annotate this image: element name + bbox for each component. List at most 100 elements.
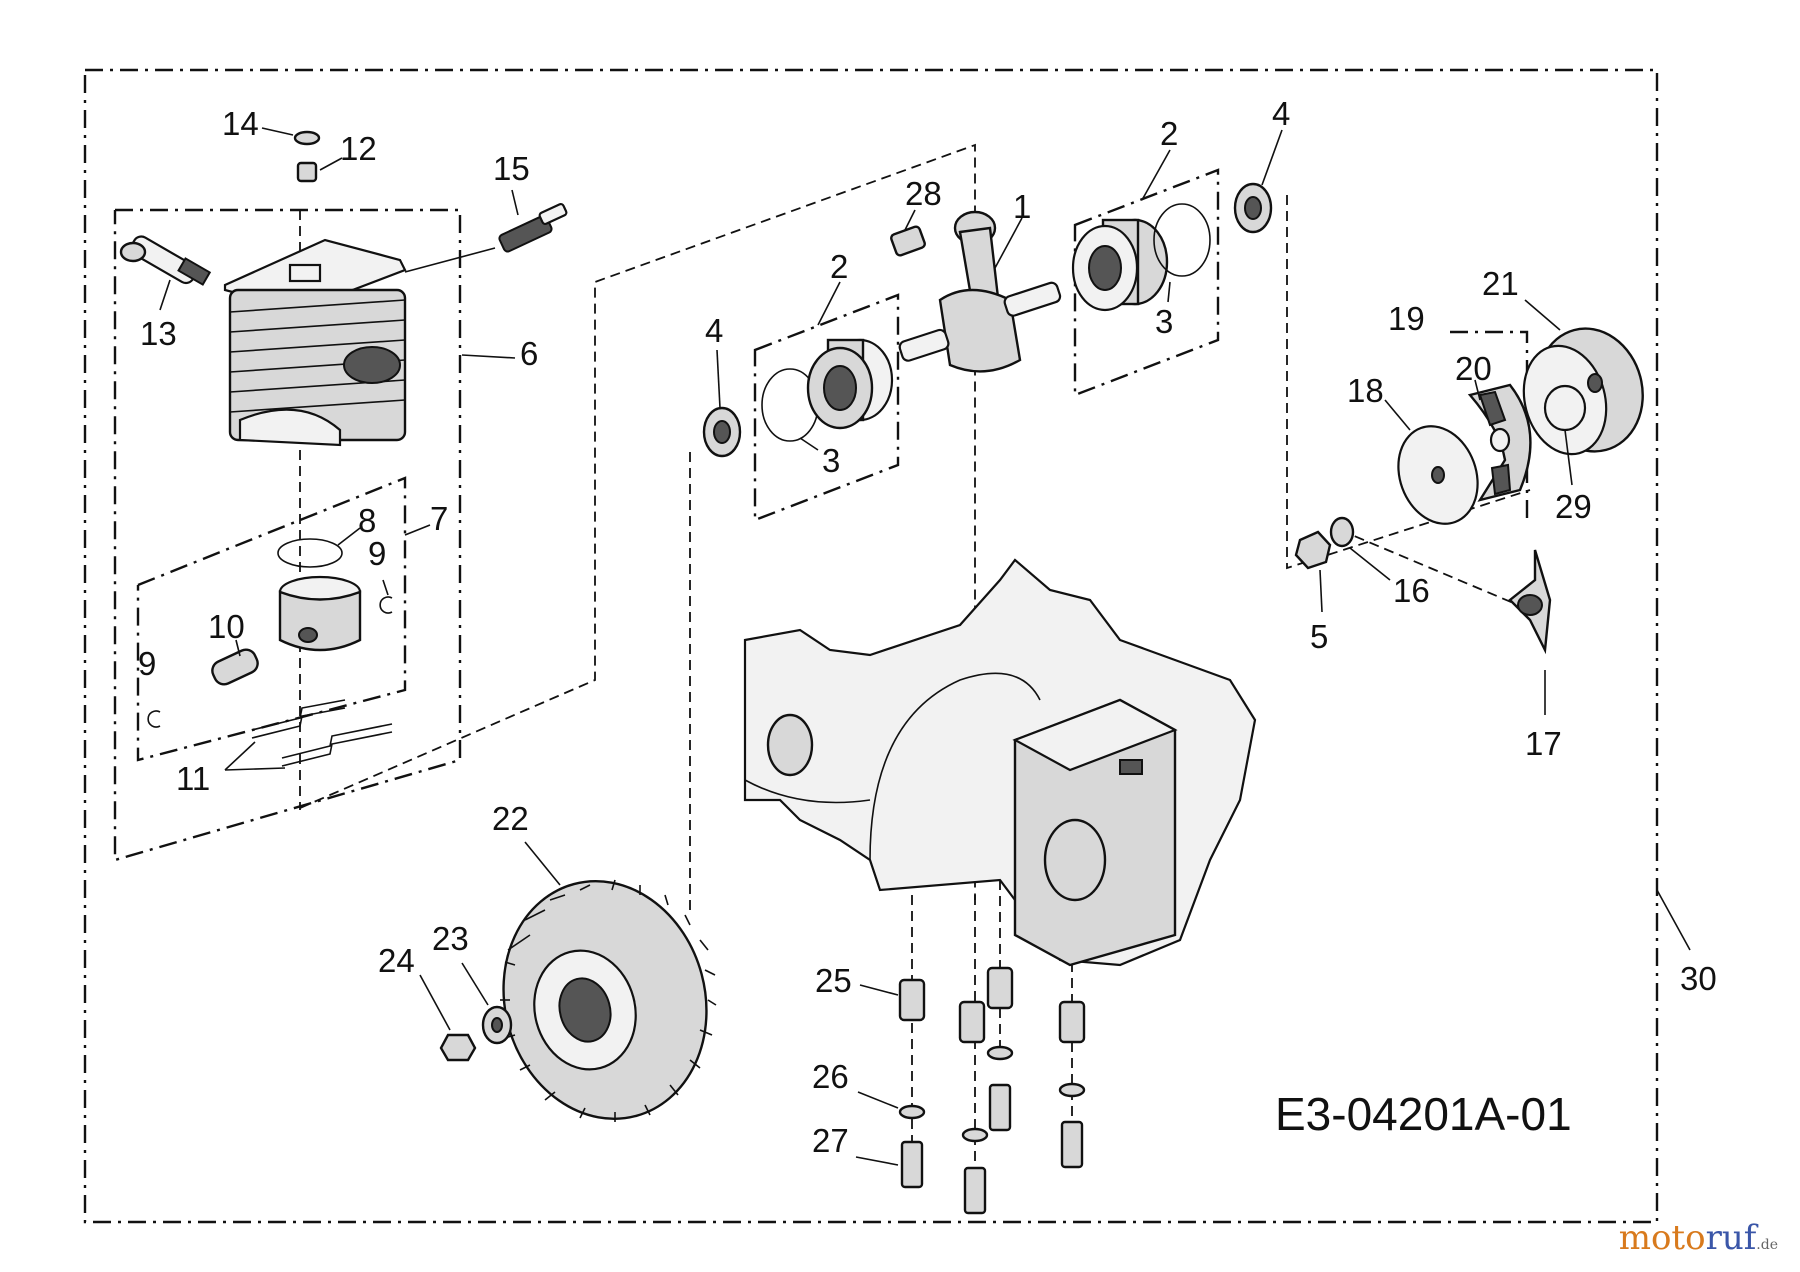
drawing-code: E3-04201A-01 xyxy=(1275,1088,1572,1140)
leader-18 xyxy=(1384,399,1411,431)
part-label-3-right: 3 xyxy=(1155,303,1173,340)
leader-1 xyxy=(994,217,1023,269)
leader-6 xyxy=(461,354,516,359)
part-label-1: 1 xyxy=(1013,188,1031,225)
leader-15-axis xyxy=(404,247,496,273)
part-label-3-left: 3 xyxy=(822,442,840,479)
part-label-17: 17 xyxy=(1525,725,1562,762)
leader-14 xyxy=(261,127,294,136)
assembly-line-clutch-nut xyxy=(1339,529,1531,611)
part-label-27: 27 xyxy=(812,1122,849,1159)
leader-12 xyxy=(319,157,343,171)
part-label-12: 12 xyxy=(340,130,377,167)
leader-10 xyxy=(235,639,241,657)
bearing-group-left-frame xyxy=(753,293,900,522)
leader-11-a xyxy=(224,741,256,771)
part-label-10: 10 xyxy=(208,608,245,645)
circlip-part-right xyxy=(379,596,393,614)
leader-4-left xyxy=(716,349,721,409)
part-label-30: 30 xyxy=(1680,960,1717,997)
piston-ring-part xyxy=(277,538,343,568)
leader-28 xyxy=(904,209,916,231)
part-label-23: 23 xyxy=(432,920,469,957)
bearing-group-right-frame xyxy=(1073,168,1220,397)
watermark-part2: ruf xyxy=(1705,1218,1757,1258)
cylinder-part xyxy=(223,238,407,447)
crankcase-part xyxy=(743,558,1257,967)
part-label-14: 14 xyxy=(222,105,259,142)
part-label-5: 5 xyxy=(1310,618,1328,655)
leader-20 xyxy=(1474,379,1481,401)
part-label-9-right: 9 xyxy=(368,535,386,572)
gasket-part-lower xyxy=(281,723,393,767)
leader-25 xyxy=(859,984,899,996)
part-label-28: 28 xyxy=(905,175,942,212)
leader-24 xyxy=(419,974,451,1031)
gasket-part-upper xyxy=(251,699,346,739)
leader-4-right xyxy=(1261,129,1283,186)
part-label-22: 22 xyxy=(492,800,529,837)
leader-23 xyxy=(461,962,489,1006)
crankshaft-part xyxy=(898,210,1062,373)
part-label-15: 15 xyxy=(493,150,530,187)
ball-bearing-right-part xyxy=(1071,218,1169,312)
piston-group-frame xyxy=(136,476,407,762)
leader-26 xyxy=(857,1091,899,1109)
part-label-16: 16 xyxy=(1393,572,1430,609)
part-label-29: 29 xyxy=(1555,488,1592,525)
watermark: motoruf.de xyxy=(1619,1218,1778,1258)
leader-3-right xyxy=(1167,281,1171,303)
part-label-19: 19 xyxy=(1388,300,1425,337)
nut-24-part xyxy=(439,1033,477,1062)
part-label-4-right: 4 xyxy=(1272,95,1290,132)
part-label-21: 21 xyxy=(1482,265,1519,302)
leader-21 xyxy=(1524,299,1561,331)
washer-16-part xyxy=(1329,516,1355,548)
clutch-washer-hole xyxy=(1431,466,1445,484)
cylinder-group-frame xyxy=(113,208,462,862)
part-label-2-right: 2 xyxy=(1160,115,1178,152)
part-label-25: 25 xyxy=(815,962,852,999)
washer-26-parts xyxy=(898,1045,1086,1143)
leader-2-left xyxy=(817,281,841,326)
leader-5 xyxy=(1319,569,1323,613)
assembly-line-cylinder xyxy=(299,143,976,900)
sleeve-25-parts xyxy=(898,966,1086,1044)
clutch-shoes-part xyxy=(1467,383,1532,502)
outer-assembly-frame xyxy=(83,68,1659,1224)
assembly-line-clutch xyxy=(1286,195,1531,570)
bolt-27-parts xyxy=(900,1083,1084,1215)
leader-11-b xyxy=(224,767,286,771)
leader-9-right xyxy=(382,579,389,596)
leader-16 xyxy=(1349,547,1391,581)
leader-2-right xyxy=(1141,149,1171,201)
leader-7 xyxy=(404,524,431,536)
part-label-26: 26 xyxy=(812,1058,849,1095)
spark-plug-part xyxy=(498,202,568,253)
leader-8 xyxy=(337,527,361,546)
part-label-24: 24 xyxy=(378,942,415,979)
leader-13 xyxy=(159,279,171,311)
decompression-valve-part xyxy=(119,235,212,286)
leader-22 xyxy=(524,841,561,886)
part-label-8: 8 xyxy=(358,502,376,539)
part-label-13: 13 xyxy=(140,315,177,352)
nut-5-part xyxy=(1294,530,1332,570)
watermark-suffix: .de xyxy=(1756,1237,1778,1253)
flywheel-part xyxy=(500,879,717,1122)
part-label-4-left: 4 xyxy=(705,312,723,349)
leader-30 xyxy=(1656,889,1691,951)
part-label-2-left: 2 xyxy=(830,248,848,285)
washer-23-hole xyxy=(491,1017,503,1033)
part-label-20: 20 xyxy=(1455,350,1492,387)
clutch-nut-part xyxy=(1508,549,1552,655)
piston-part xyxy=(278,575,362,652)
washer-29-part xyxy=(1543,384,1587,432)
sleeve-12-part xyxy=(296,161,318,183)
part-label-7: 7 xyxy=(430,500,448,537)
leader-27 xyxy=(855,1156,899,1166)
washer-14-part xyxy=(293,130,321,146)
leader-29 xyxy=(1564,429,1573,486)
part-label-6: 6 xyxy=(520,335,538,372)
